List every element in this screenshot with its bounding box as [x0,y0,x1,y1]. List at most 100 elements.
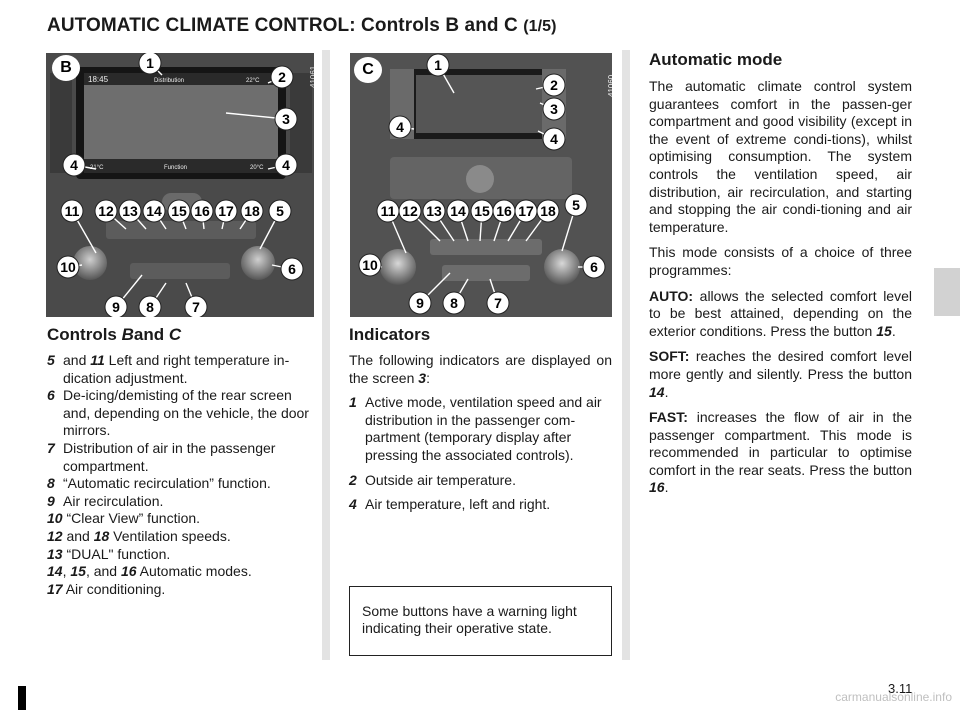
list-item: 5 and 11 Left and right temperature in-d… [47,352,290,386]
page-title: AUTOMATIC CLIMATE CONTROL: Controls B an… [47,15,557,37]
callout-badge-4 [62,153,86,177]
callout-number-2: 2 [278,69,286,85]
callout-number-11: 11 [381,203,396,219]
callout-badge-13 [118,199,142,223]
callout-badge-1 [138,53,162,75]
panel-b-illustration: 18:45 Distribution 22°C 21°C Function 20… [46,53,314,317]
callout-badge-15 [167,199,191,223]
panel-b-screen-title: Distribution [154,78,184,84]
page-number: 3.11 [888,681,913,696]
list-item: 17 Air conditioning. [47,580,166,597]
callout-number-9: 9 [416,295,424,311]
automatic-mode-body: The automatic climate control system gua… [649,78,912,502]
item-number: 2 [349,471,357,488]
callout-badge-7 [486,291,510,315]
item-number: 9 [47,492,55,509]
callout-badge-4 [388,115,412,139]
list-item: 12 and 18 Ventilation speeds. [47,527,231,544]
callout-number-12: 12 [402,203,418,219]
warning-note-text: Some buttons have a warning light indica… [362,603,577,636]
panel-c-badge: C [354,57,382,83]
controls-heading-prefix: Controls [47,325,122,344]
callout-badge-10 [56,255,80,279]
callout-number-7: 7 [494,295,502,311]
callout-number-14: 14 [450,203,466,219]
auto-program: AUTO: allows the selected comfort level … [649,287,912,339]
callout-number-13: 13 [426,203,442,219]
item-number: 8 [47,475,55,492]
column-divider-right [622,50,630,660]
panel-c-button-row [430,239,542,255]
callout-badge-9 [104,295,128,317]
callout-number-18: 18 [244,203,260,219]
callout-number-16: 16 [194,203,210,219]
panel-b-screen [84,73,278,173]
callout-number-12: 12 [98,203,114,219]
callout-badge-8 [138,295,162,317]
panel-b-drawing: 18:45 Distribution 22°C 21°C Function 20… [46,53,314,317]
callout-number-17: 17 [518,203,534,219]
fast-program: FAST: increases the flow of air in the p… [649,409,912,496]
callout-badge-13 [422,199,446,223]
warning-note-box: Some buttons have a warning light indica… [349,586,612,656]
callout-number-10: 10 [362,257,378,273]
callout-badge-9 [408,291,432,315]
panel-c-screen [416,75,544,133]
callout-badge-1 [426,53,450,77]
callout-number-5: 5 [572,197,580,213]
callout-badge-4 [542,127,566,151]
panel-b-screen-temp-left: 21°C [90,165,104,171]
indicators-heading: Indicators [349,325,431,344]
panel-b-lower-button-row [130,263,230,279]
callout-badge-6 [582,255,606,279]
callout-badge-5 [268,199,292,223]
controls-list: 5 and 11 Left and right temperature in-d… [47,352,310,598]
panel-c-right-knob [544,249,580,285]
page-title-sub: (1/5) [523,18,557,35]
item-number: 5 [47,352,55,368]
callout-badge-14 [142,199,166,223]
list-item: 14, 15, and 16 Automatic modes. [47,563,252,580]
panel-b-button-row [106,221,256,239]
indicators-body: The following indicators are displayed o… [349,352,612,514]
item-number: 4 [349,496,357,513]
callout-number-5: 5 [276,203,284,219]
soft-program: SOFT: reaches the desired comfort level … [649,348,912,400]
callout-badge-5 [564,193,588,217]
panel-b-right-knob [241,246,275,280]
automatic-mode-heading: Automatic mode [649,50,783,69]
panel-b-ref-number: 41061 [309,65,314,88]
panel-c-lower-button-row [442,265,530,281]
callout-number-15: 15 [474,203,490,219]
callout-badge-14 [446,199,470,223]
callout-number-1: 1 [434,57,442,73]
callout-number-6: 6 [288,261,296,277]
panel-b-badge: B [52,55,80,81]
column-divider-left [322,50,330,660]
indicators-intro: The following indicators are displayed o… [349,352,612,386]
list-item: 10 “Clear View” function. [47,510,201,527]
item-number: 7 [47,439,55,456]
panel-b-screen-function: Function [164,165,187,171]
callout-number-2: 2 [550,77,558,93]
callout-badge-7 [184,295,208,317]
callout-badge-8 [442,291,466,315]
automatic-mode-para2: This mode consists of a choice of three … [649,244,912,278]
callout-number-1: 1 [146,55,154,71]
callout-badge-18 [536,199,560,223]
callout-badge-3 [542,97,566,121]
callout-number-4: 4 [550,131,558,147]
corner-mark [18,686,26,710]
callout-number-7: 7 [192,299,200,315]
item-number: 6 [47,387,55,404]
callout-badge-4 [274,153,298,177]
list-item: 13 “DUAL" function. [47,545,171,562]
panel-b-left-knob [73,246,107,280]
